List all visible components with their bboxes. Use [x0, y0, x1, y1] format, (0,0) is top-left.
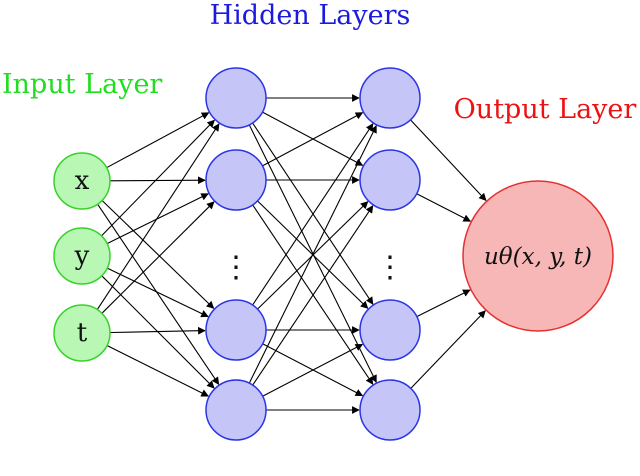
- hidden-layer-2-node-4: [359, 379, 421, 441]
- hidden-layer-1-node-4: [205, 379, 267, 441]
- input-node-label-y: y: [74, 241, 90, 271]
- edge-input-3-to-h1-4: [106, 345, 209, 397]
- input-node-t: [53, 304, 111, 362]
- input-node-label-t: t: [77, 318, 88, 348]
- edge-input-3-to-h1-2: [101, 201, 215, 314]
- edge-h2-3-to-output: [416, 289, 471, 318]
- hidden-layer-1-node-3: [205, 299, 267, 361]
- edge-input-2-to-h1-2: [106, 193, 209, 245]
- edge-h2-4-to-output: [410, 310, 486, 389]
- hidden-layer-2-node-3: [359, 299, 421, 361]
- edge-h2-1-to-output: [410, 119, 487, 202]
- hidden-layers-label: Hidden Layers: [210, 0, 411, 31]
- input-node-label-x: x: [75, 166, 90, 196]
- output-layer-label: Output Layer: [454, 94, 637, 125]
- edge-input-3-to-h1-3: [109, 326, 206, 335]
- edge-input-2-to-h1-1: [101, 119, 215, 237]
- hidden-layer-1-ellipsis: ⋮: [221, 250, 251, 285]
- connection-arrows: [96, 94, 487, 414]
- output-node-label: uθ(x, y, t): [484, 244, 592, 270]
- edge-input-1-to-h1-2: [109, 176, 206, 185]
- input-node-x: [53, 152, 111, 210]
- edge-h1-2-to-h2-1: [262, 112, 364, 167]
- edge-h1-3-to-h2-1: [252, 123, 374, 306]
- edge-h2-2-to-output: [416, 193, 472, 222]
- edge-input-1-to-h1-3: [101, 200, 215, 309]
- edge-input-1-to-h1-4: [97, 203, 220, 385]
- input-node-y: [53, 227, 111, 285]
- edge-h1-4-to-h2-2: [252, 205, 374, 386]
- hidden-layer-1-node-1: [205, 67, 267, 129]
- edge-input-3-to-h1-1: [96, 123, 220, 310]
- hidden-layer-2-ellipsis: ⋮: [375, 250, 405, 285]
- hidden-layer-1-node-2: [205, 149, 267, 211]
- edge-h1-4-to-h2-1: [248, 125, 377, 384]
- edge-input-1-to-h1-1: [106, 112, 210, 169]
- network-nodes: x y t uθ(x, y, t): [53, 67, 614, 441]
- hidden-layer-2-node-2: [359, 149, 421, 211]
- edge-h1-4-to-h2-3: [262, 343, 364, 397]
- edge-input-2-to-h1-3: [106, 267, 209, 318]
- output-node: [462, 180, 614, 332]
- hidden-layer-2-node-1: [359, 67, 421, 129]
- input-layer-label: Input Layer: [2, 69, 162, 100]
